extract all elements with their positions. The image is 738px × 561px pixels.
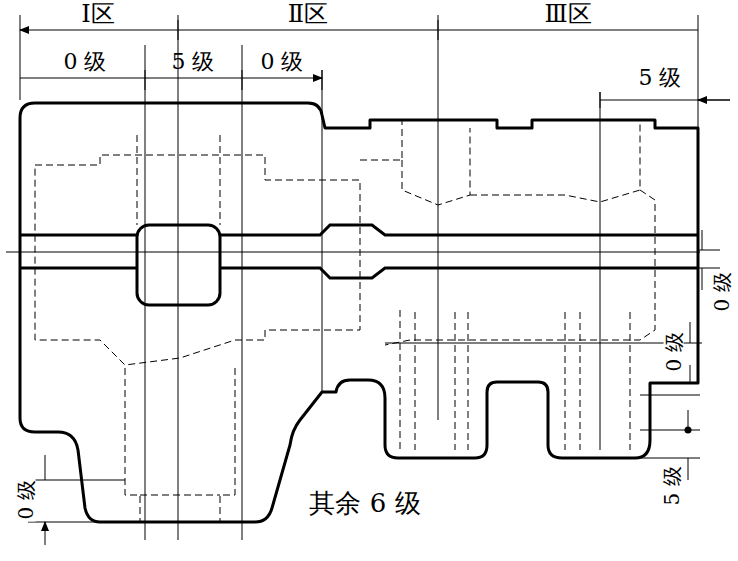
grade-label: 0 级 bbox=[712, 270, 732, 313]
grade-label: 0 级 bbox=[64, 51, 107, 73]
grade-label: 5 级 bbox=[662, 464, 682, 507]
grade-label: 5 级 bbox=[639, 67, 682, 89]
grade-label: 5 级 bbox=[172, 51, 215, 73]
grade-label: 其余 6 级 bbox=[307, 490, 422, 516]
zone-label: Ⅱ区 bbox=[288, 2, 328, 26]
grade-label: 0 级 bbox=[664, 330, 684, 373]
zone-label: Ⅲ区 bbox=[544, 2, 591, 26]
grade-label: 0 级 bbox=[261, 51, 304, 73]
zone-label: Ⅰ区 bbox=[81, 2, 114, 26]
grade-label: 0 级 bbox=[16, 478, 36, 521]
